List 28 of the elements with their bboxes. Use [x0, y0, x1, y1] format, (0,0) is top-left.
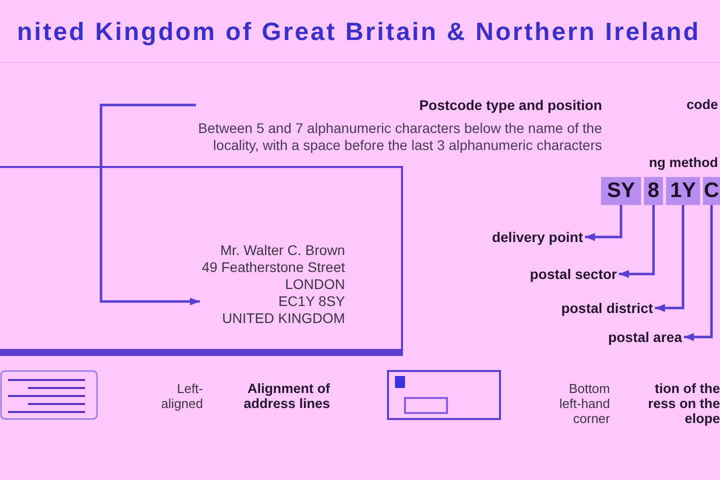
postcode-segment: SY	[601, 177, 641, 205]
address-line: EC1Y 8SY	[277, 293, 345, 310]
row-heading: tion of the ress on the elope	[646, 381, 720, 426]
row-value: Bottom left-hand corner	[558, 381, 610, 426]
postcode-segment: 1Y	[666, 177, 700, 205]
connector-arrow	[684, 205, 713, 341]
address-line: UNITED KINGDOM	[221, 310, 345, 327]
part-label: postal district	[561, 300, 653, 316]
section-heading: code	[686, 96, 718, 114]
row-heading: Alignment of address lines	[242, 381, 330, 411]
row-value: Left-aligned	[160, 381, 203, 411]
address-line: LONDON	[284, 276, 345, 293]
connector-arrow	[619, 205, 655, 278]
part-label: postal area	[608, 329, 682, 345]
callout-text: Between 5 and 7 alphanumeric characters below the name of the locality, with a space before the last 3 alphanumeric characters	[197, 120, 602, 154]
part-label: postal sector	[530, 266, 617, 282]
callout-heading: Postcode type and position	[418, 96, 602, 114]
section-heading: ng method	[649, 154, 718, 172]
envelope-outline	[0, 166, 403, 356]
page-title: nited Kingdom of Great Britain & Northern Ireland	[17, 17, 700, 47]
part-label: delivery point	[492, 229, 583, 245]
postcode-segment: 8	[644, 177, 663, 205]
postcode-segment: C	[703, 177, 720, 205]
address-line: Mr. Walter C. Brown	[219, 242, 345, 259]
connector-arrow	[100, 104, 200, 306]
connector-arrow	[585, 205, 622, 241]
connector-arrow	[655, 205, 684, 312]
address-line: 49 Featherstone Street	[202, 259, 345, 276]
